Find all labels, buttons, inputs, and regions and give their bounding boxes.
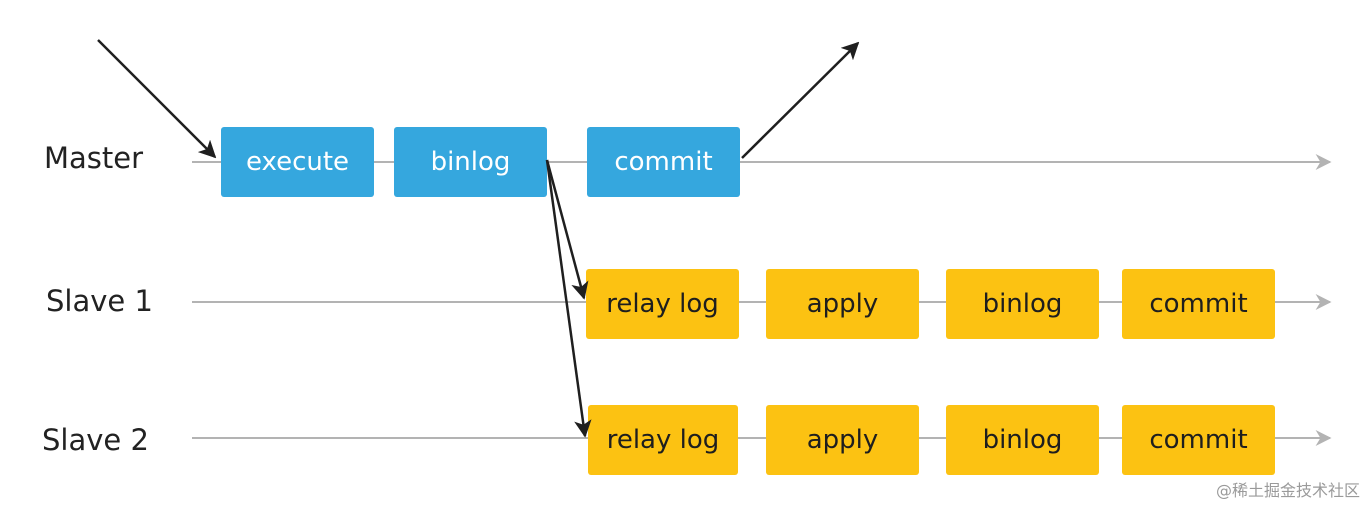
slave1-label: Slave 1 [46,284,153,318]
slave1-step-label: commit [1149,289,1247,319]
slave1-step-relay-log: relay log [586,269,739,339]
master-label: Master [44,141,143,175]
master-step-binlog: binlog [394,127,547,197]
master-step-label: commit [614,147,712,177]
slave1-step-commit: commit [1122,269,1275,339]
master-step-execute: execute [221,127,374,197]
slave1-step-label: binlog [983,289,1063,319]
slave1-step-binlog: binlog [946,269,1099,339]
slave2-step-label: commit [1149,425,1247,455]
slave2-step-label: relay log [607,425,720,455]
slave2-step-relay-log: relay log [588,405,738,475]
binlog-to-slave2-arrow [545,159,592,438]
master-step-commit: commit [587,127,740,197]
master-step-label: binlog [431,147,511,177]
slave2-step-label: apply [807,425,879,455]
slave2-step-binlog: binlog [946,405,1099,475]
watermark: @稀土掘金技术社区 [1216,481,1360,500]
slave2-step-apply: apply [766,405,919,475]
slave2-label: Slave 2 [42,423,149,457]
binlog-to-slave1-arrow [545,159,589,300]
slave1-step-label: relay log [606,289,719,319]
slave1-step-apply: apply [766,269,919,339]
master-step-label: execute [246,147,349,177]
incoming-request-arrow [97,39,217,159]
slave2-step-commit: commit [1122,405,1275,475]
slave1-step-label: apply [807,289,879,319]
slave2-step-label: binlog [983,425,1063,455]
outgoing-response-arrow [741,41,860,159]
